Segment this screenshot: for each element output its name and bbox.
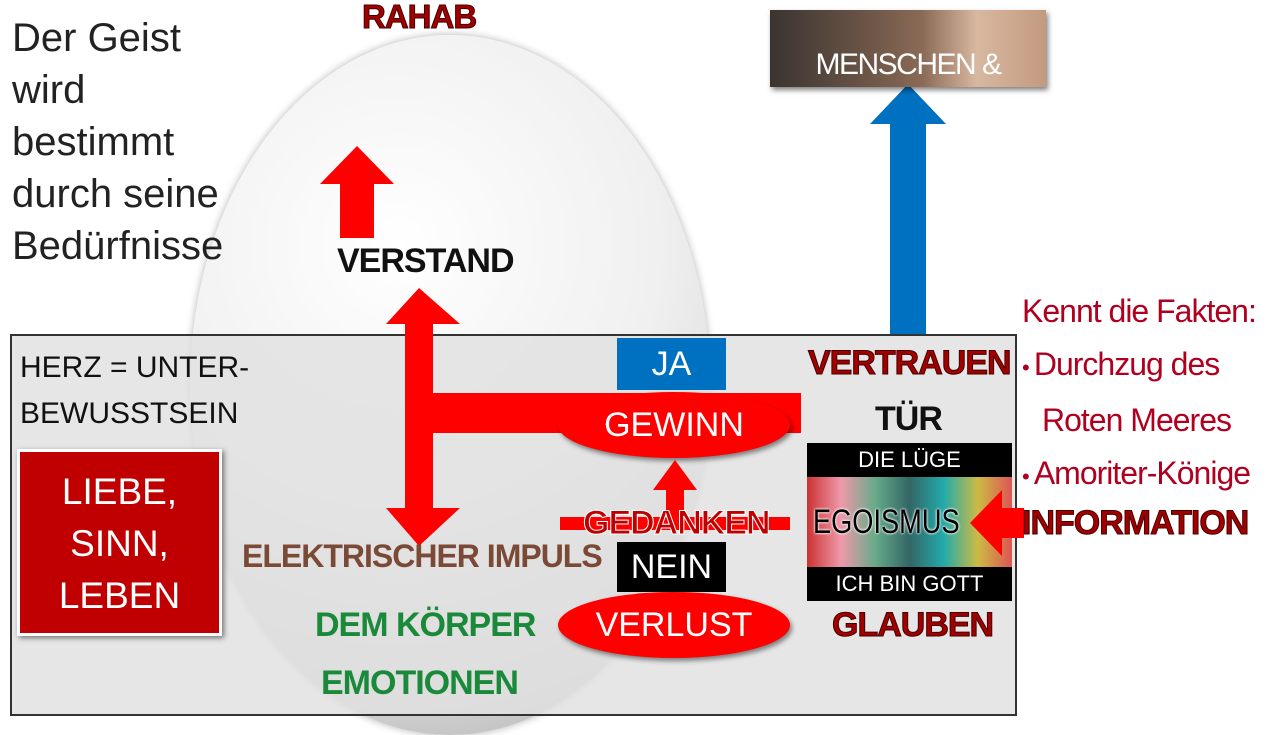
- liebe-text: LIEBE,: [61, 471, 178, 512]
- fact-text: Amoriter-Könige: [1033, 455, 1251, 491]
- egoismus-label: EGOISMUS: [813, 503, 960, 541]
- facts-heading: Kennt die Fakten:: [1022, 293, 1257, 329]
- herz-line-2: BEWUSSTSEIN: [20, 397, 239, 430]
- fact-text: Durchzug des: [1033, 346, 1220, 382]
- slide-title: Der Geist wird bestimmt durch seine Bedü…: [12, 16, 224, 268]
- verstand-label: VERSTAND: [337, 242, 514, 280]
- information-label: INFORMATION: [1021, 504, 1249, 543]
- gedanken-label: GEDANKEN: [583, 504, 772, 543]
- glauben-label: GLAUBEN: [831, 606, 994, 645]
- rahab-label: RAHAB: [361, 0, 477, 36]
- small-up-arrow-icon: [653, 460, 697, 526]
- herz-line-1: HERZ = UNTER-: [20, 351, 250, 384]
- vertrauen-label: VERTRAUEN: [808, 344, 1013, 383]
- up-arrow-icon: [320, 146, 394, 238]
- gedanken-line: [560, 517, 790, 530]
- facts-list: Kennt die Fakten: • Durchzug des Roten M…: [1022, 285, 1257, 503]
- verlust-ellipse: VERLUST: [558, 592, 790, 658]
- fact-item: Roten Meeres: [1022, 394, 1256, 447]
- blue-up-arrow-icon: [870, 84, 946, 336]
- fact-item: • Durchzug des: [1022, 346, 1220, 382]
- elektrischer-impuls-label: ELEKTRISCHER IMPULS: [242, 538, 603, 574]
- menschen-satan-image: MENSCHEN & SATAN: [770, 10, 1046, 87]
- gewinn-ellipse: GEWINN: [558, 392, 790, 458]
- liebe-sinn-leben-box: LIEBE, SINN, LEBEN: [17, 449, 222, 636]
- herz-label: HERZ = UNTER- BEWUSSTSEIN: [20, 345, 249, 437]
- fact-text: Roten Meeres: [1042, 402, 1232, 438]
- ja-box: JA: [617, 338, 726, 390]
- fact-item: • Amoriter-Könige: [1022, 455, 1251, 491]
- left-arrow-icon: [970, 490, 1024, 556]
- dem-koerper-label: DEM KÖRPER: [315, 606, 536, 644]
- emotionen-label: EMOTIONEN: [321, 664, 519, 702]
- leben-text: LEBEN: [58, 575, 181, 616]
- ich-bin-gott-band: ICH BIN GOTT: [807, 567, 1012, 601]
- die-luege-band: DIE LÜGE: [807, 443, 1012, 477]
- sinn-text: SINN,: [70, 523, 169, 564]
- egoismus-image: DIE LÜGE EGOISMUS ICH BIN GOTT: [807, 443, 1012, 601]
- egoismus-row: EGOISMUS: [807, 477, 1012, 567]
- nein-box: NEIN: [617, 542, 726, 592]
- tuer-label: TÜR: [875, 400, 943, 438]
